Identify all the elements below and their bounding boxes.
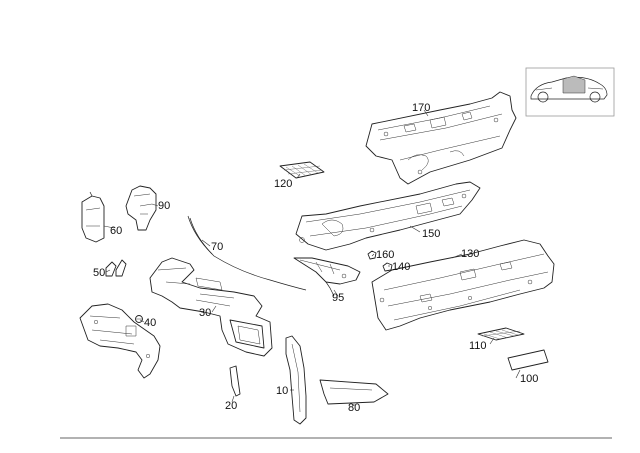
callout-70: 70 <box>211 241 223 253</box>
callout-150: 150 <box>422 228 440 240</box>
part-100-flat-pad <box>507 349 549 371</box>
callout-170: 170 <box>412 102 430 114</box>
callout-100: 100 <box>520 373 538 385</box>
part-150-cowl-panel <box>295 181 481 251</box>
part-80-trim-panel <box>319 379 389 405</box>
callout-120: 120 <box>274 178 292 190</box>
callout-140: 140 <box>392 261 410 273</box>
callout-90: 90 <box>158 200 170 212</box>
callout-40: 40 <box>144 317 156 329</box>
part-lower-left-bracket <box>79 303 161 379</box>
callout-110: 110 <box>469 340 487 352</box>
callout-labels: 170 120 90 60 70 150 160 130 140 50 95 4… <box>93 102 538 414</box>
callout-30: 30 <box>199 307 211 319</box>
vehicle-locator-thumbnail <box>525 67 615 117</box>
part-110-insulation-pad <box>477 327 525 341</box>
part-20-strip <box>229 365 241 397</box>
callout-60: 60 <box>110 225 122 237</box>
callout-20: 20 <box>225 400 237 412</box>
part-40-clip <box>135 315 143 323</box>
part-140-clip <box>382 262 393 272</box>
callout-10: 10 <box>276 385 288 397</box>
callout-130: 130 <box>461 248 479 260</box>
part-95-bracket <box>293 257 361 297</box>
part-60-panel <box>81 191 105 243</box>
part-70-cable <box>187 215 307 291</box>
part-90-bracket <box>125 185 157 231</box>
part-30-air-duct <box>149 257 273 357</box>
callout-160: 160 <box>376 249 394 261</box>
part-160-clip <box>367 250 377 260</box>
part-120-insulation-pad <box>279 161 325 179</box>
leader-lines <box>103 109 521 406</box>
callout-50: 50 <box>93 267 105 279</box>
part-170-upper-dash-panel <box>365 91 517 185</box>
part-50-brackets <box>105 259 127 277</box>
callout-95: 95 <box>332 292 344 304</box>
callout-80: 80 <box>348 402 360 414</box>
part-130-lower-bulkhead <box>371 239 555 331</box>
part-10-trim-strip <box>285 335 307 425</box>
